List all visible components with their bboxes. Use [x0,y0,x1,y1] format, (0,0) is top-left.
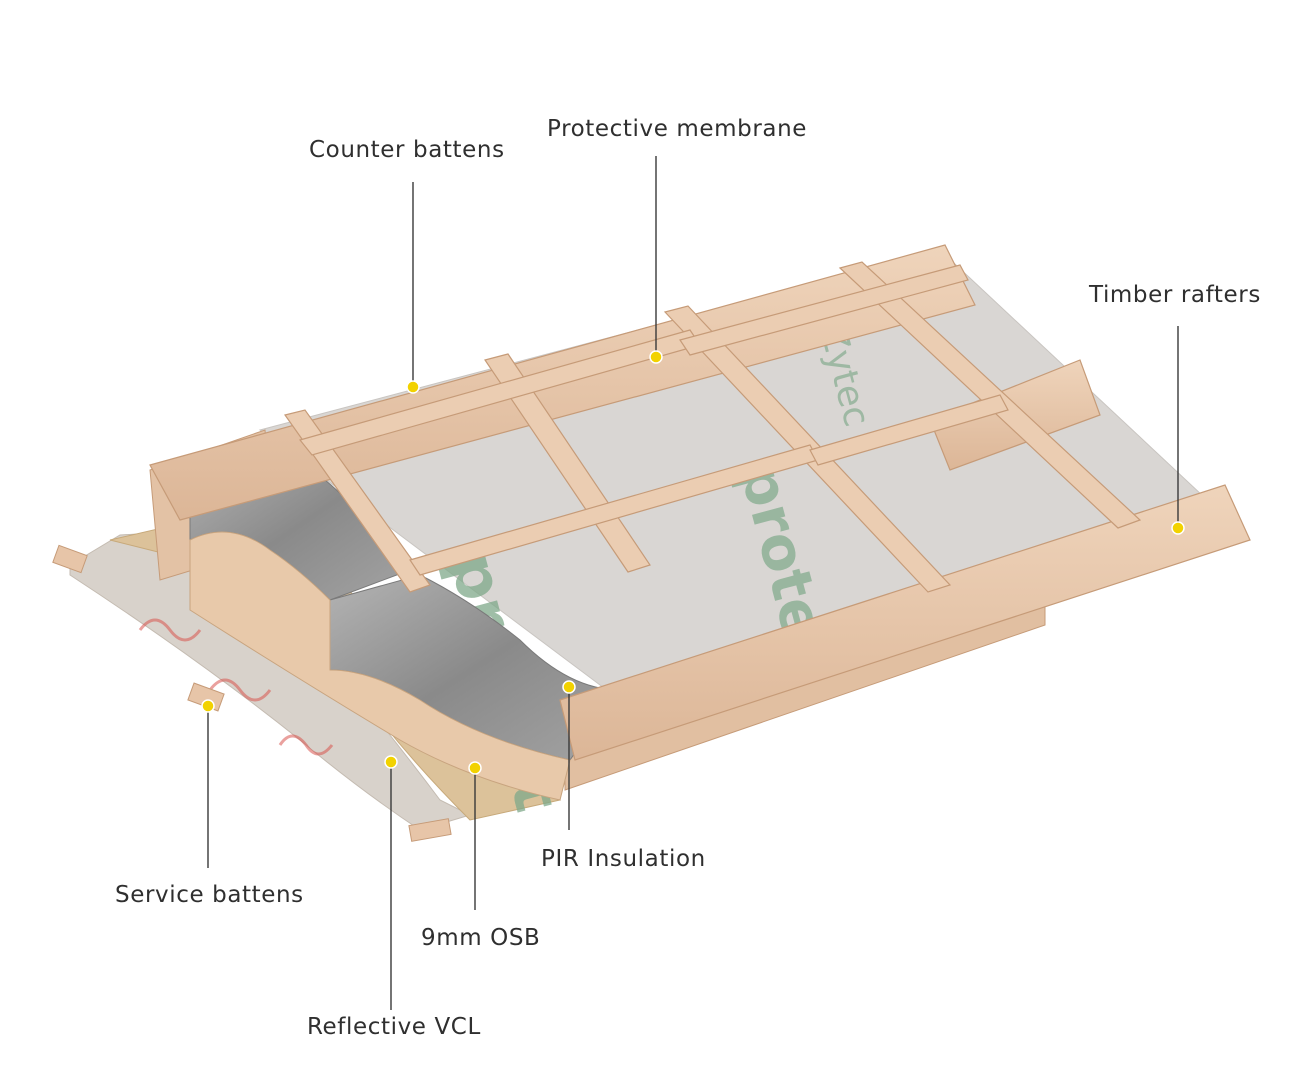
marker-protective-membrane [649,350,663,364]
counter-batten-4 [838,261,1142,529]
marker-service-battens [201,699,215,713]
timber-rafter-front [559,484,1251,761]
vcl-print-marks [138,618,334,756]
label-osb: 9mm OSB [421,925,541,951]
label-pir-insulation: PIR Insulation [541,846,706,872]
marker-reflective-vcl [384,755,398,769]
marker-counter-battens [406,380,420,394]
counter-battens [284,261,1142,593]
service-batten-3 [408,818,452,842]
marker-timber-rafters [1171,521,1185,535]
counter-batten-cross-c [679,264,969,356]
label-counter-battens: Counter battens [309,137,505,163]
label-reflective-vcl: Reflective VCL [307,1014,481,1040]
marker-pir-insulation [562,680,576,694]
counter-batten-cross-d [809,394,1009,466]
label-timber-rafters: Timber rafters [1089,282,1261,308]
counter-batten-1 [284,409,431,593]
pir-insulation-edge [189,531,571,801]
marker-osb [468,761,482,775]
label-service-battens: Service battens [115,882,304,908]
service-batten-1 [52,544,88,574]
label-protective-membrane: Protective membrane [547,116,808,142]
